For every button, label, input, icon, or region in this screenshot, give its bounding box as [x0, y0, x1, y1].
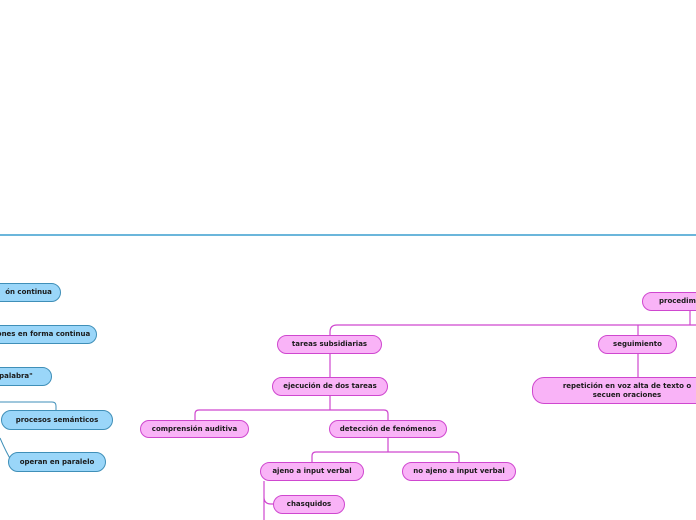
blue-node-continuous[interactable]: ón continua [0, 283, 61, 302]
blue-node-word-label: r palabra" [0, 372, 33, 381]
blue-node-parallel-label: operan en paralelo [19, 457, 95, 466]
node-chasquidos-label: chasquidos [286, 500, 332, 509]
node-no-ajeno-input-verbal[interactable]: no ajeno a input verbal [402, 462, 516, 481]
link-blue-1 [0, 401, 57, 410]
node-tareas-subsidiarias-label: tareas subsidiarias [291, 340, 368, 349]
node-repeticion-label: repetición en voz alta de texto o secuen… [562, 382, 692, 399]
node-comprension-auditiva-label: comprensión auditiva [151, 424, 238, 433]
node-seguimiento[interactable]: seguimiento [598, 335, 677, 354]
node-ejecucion-dos-tareas[interactable]: ejecución de dos tareas [272, 377, 388, 396]
node-deteccion-fenomenos-label: detección de fenómenos [339, 424, 437, 433]
node-procedimientos-label: procedimi [659, 297, 696, 306]
node-chasquidos[interactable]: chasquidos [273, 495, 345, 514]
node-seguimiento-label: seguimiento [613, 340, 662, 349]
link-ejecucion-children [194, 409, 389, 420]
node-no-ajeno-input-verbal-label: no ajeno a input verbal [413, 467, 505, 476]
blue-node-word[interactable]: r palabra" [0, 367, 52, 386]
blue-node-parallel[interactable]: operan en paralelo [8, 452, 106, 472]
blue-node-semantic-processes[interactable]: procesos semánticos [1, 410, 113, 430]
node-ajeno-input-verbal[interactable]: ajeno a input verbal [260, 462, 364, 481]
node-tareas-subsidiarias[interactable]: tareas subsidiarias [277, 335, 382, 354]
blue-node-continuous-label: ón continua [5, 288, 52, 297]
blue-node-semantic-processes-label: procesos semánticos [15, 415, 99, 424]
link-procedimientos-bus [329, 324, 696, 335]
node-comprension-auditiva[interactable]: comprensión auditiva [140, 420, 249, 438]
link-ajeno-chasquidos [263, 481, 274, 520]
node-repeticion[interactable]: repetición en voz alta de texto o secuen… [532, 377, 696, 404]
node-ejecucion-dos-tareas-label: ejecución de dos tareas [283, 382, 377, 391]
blue-node-continuous-form-label: ones en forma continua [0, 330, 91, 339]
node-deteccion-fenomenos[interactable]: detección de fenómenos [329, 420, 447, 438]
blue-node-continuous-form[interactable]: ones en forma continua [0, 325, 97, 344]
node-ajeno-input-verbal-label: ajeno a input verbal [272, 467, 352, 476]
node-procedimientos[interactable]: procedimi [642, 292, 696, 311]
link-deteccion-children [311, 451, 460, 462]
